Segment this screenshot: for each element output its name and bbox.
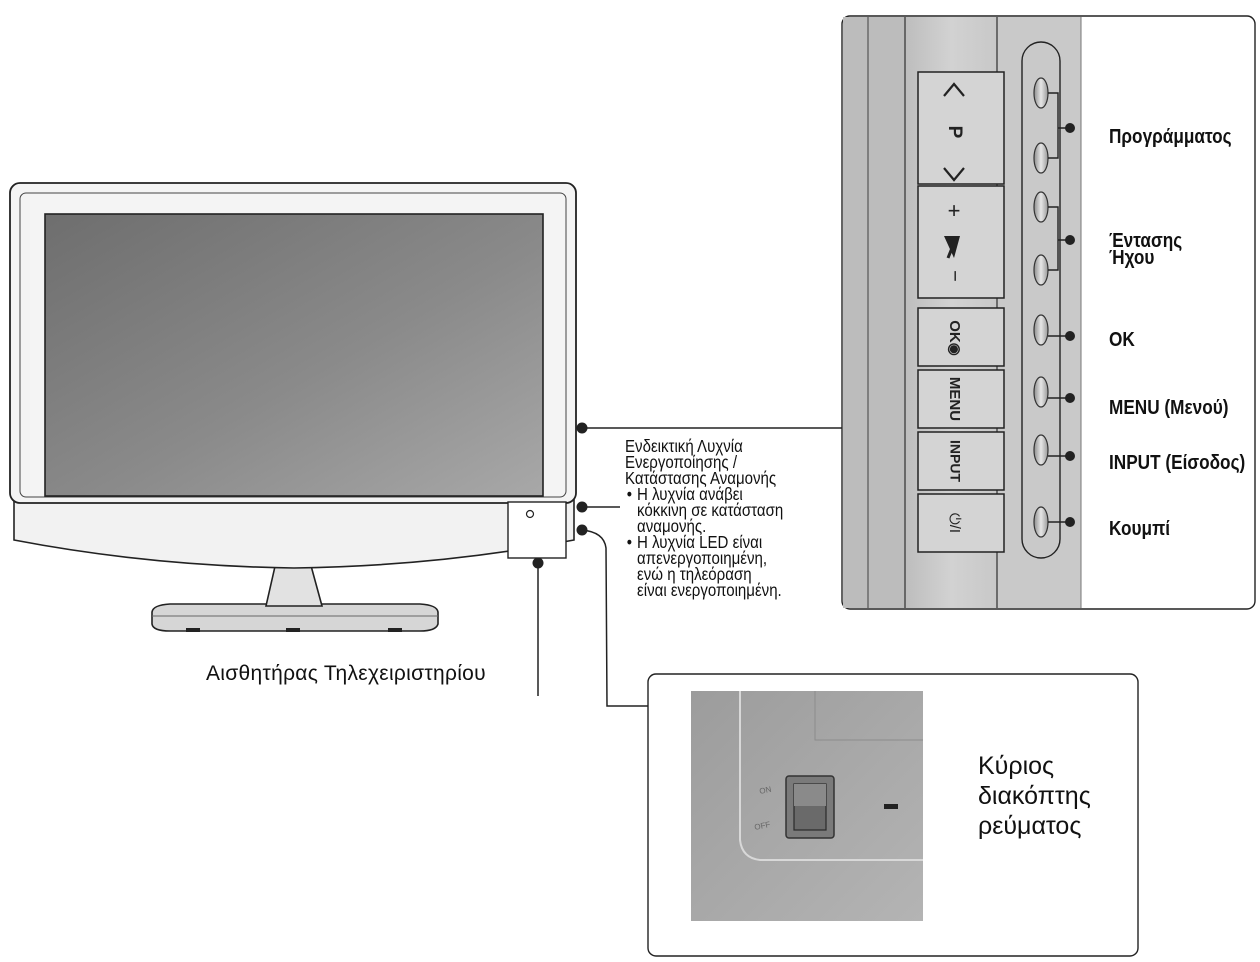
marking-vol-plus: + bbox=[948, 198, 961, 223]
prog-down-arrow-icon bbox=[943, 167, 965, 182]
key-ok bbox=[1033, 314, 1049, 346]
keycap-ok bbox=[917, 307, 1005, 367]
key-vol-up bbox=[1033, 191, 1049, 223]
dot-programme bbox=[1065, 123, 1075, 133]
callout-dot-sensor bbox=[532, 557, 544, 569]
tv-stand-base bbox=[151, 603, 439, 632]
dot-input bbox=[1065, 451, 1075, 461]
keycap-programme bbox=[917, 71, 1005, 185]
dot-power bbox=[1065, 517, 1075, 527]
label-power-button: Κουμπί bbox=[1109, 518, 1171, 540]
callout-dot-side bbox=[576, 422, 588, 434]
main-power-line1: Κύριος bbox=[978, 752, 1055, 780]
switch-off-marking: OFF bbox=[754, 820, 772, 832]
label-ok: OK bbox=[1109, 329, 1135, 351]
led-note2-line3: ενώ η τηλεόραση bbox=[637, 564, 752, 584]
label-main-power: Κύριος διακόπτης ρεύματος bbox=[978, 751, 1091, 841]
led-title-line2: Ενεργοποίησης / bbox=[625, 452, 738, 472]
led-note2-line4: είναι ενεργοποιημένη. bbox=[637, 580, 782, 600]
keycap-volume bbox=[917, 185, 1005, 299]
side-keys-outline bbox=[1021, 41, 1061, 559]
marking-power: ⏻/I bbox=[946, 513, 963, 533]
button-panel: P + − OK◉ MENU INPUT ⏻/I bbox=[841, 15, 1256, 610]
led-indicator-text: Ενδεικτική Λυχνία Ενεργοποίησης / Κατάστ… bbox=[625, 436, 784, 600]
callout-dot-led bbox=[576, 501, 588, 513]
keycap-menu bbox=[917, 369, 1005, 429]
bullet-2: • bbox=[626, 532, 633, 552]
keycap-input bbox=[917, 431, 1005, 491]
main-power-line2: διακόπτης bbox=[978, 782, 1091, 810]
power-led bbox=[525, 509, 535, 519]
side-keys bbox=[1033, 77, 1049, 538]
marking-vol-minus: − bbox=[944, 270, 966, 282]
power-switch-panel: ON OFF bbox=[647, 673, 1139, 957]
key-menu bbox=[1033, 376, 1049, 408]
label-volume-line2: Ήχου bbox=[1109, 247, 1155, 269]
callout-dot-power bbox=[576, 524, 588, 536]
marking-menu: MENU bbox=[946, 377, 963, 421]
key-vol-down bbox=[1033, 254, 1049, 286]
led-note2-line1: Η λυχνία LED είναι bbox=[637, 532, 763, 552]
bullet-1: • bbox=[626, 484, 633, 504]
led-note1-line2: κόκκινη σε κατάσταση bbox=[637, 500, 784, 520]
led-note2: • Η λυχνία LED είναι απενεργοποιημένη, ε… bbox=[625, 532, 783, 600]
marking-input: INPUT bbox=[947, 440, 963, 482]
led-sensor-window bbox=[507, 501, 567, 559]
prog-up-arrow-icon bbox=[943, 82, 965, 97]
led-title-line3: Κατάστασης Αναμονής bbox=[625, 468, 777, 488]
dot-ok bbox=[1065, 331, 1075, 341]
label-volume-line1: Έντασης bbox=[1109, 230, 1183, 252]
led-note1-line1: Η λυχνία ανάβει bbox=[637, 484, 743, 504]
main-power-line3: ρεύματος bbox=[978, 812, 1082, 840]
label-remote-sensor: Αισθητήρας Τηλεχειριστηρίου bbox=[206, 662, 486, 685]
led-title-line1: Ενδεικτική Λυχνία bbox=[625, 436, 743, 456]
switch-on-marking: ON bbox=[759, 785, 773, 796]
tv-lower-bezel bbox=[13, 499, 575, 569]
marking-prog-letter: P bbox=[944, 126, 965, 139]
key-input bbox=[1033, 434, 1049, 466]
dot-menu bbox=[1065, 393, 1075, 403]
led-note2-line2: απενεργοποιημένη, bbox=[637, 548, 768, 568]
key-power bbox=[1033, 506, 1049, 538]
dot-volume bbox=[1065, 235, 1075, 245]
key-prog-down bbox=[1033, 142, 1049, 174]
label-programme: Προγράμματος bbox=[1109, 126, 1232, 148]
tv-front bbox=[9, 182, 577, 632]
label-input: INPUT (Είσοδος) bbox=[1109, 452, 1246, 474]
keycap-power bbox=[917, 493, 1005, 553]
led-note1-line3: αναμονής. bbox=[637, 516, 707, 536]
label-menu: MENU (Μενού) bbox=[1109, 397, 1229, 419]
led-note1: • Η λυχνία ανάβει κόκκινη σε κατάσταση α… bbox=[625, 484, 784, 536]
key-prog-up bbox=[1033, 77, 1049, 109]
tv-screen bbox=[44, 213, 544, 497]
marking-ok: OK◉ bbox=[946, 320, 963, 356]
